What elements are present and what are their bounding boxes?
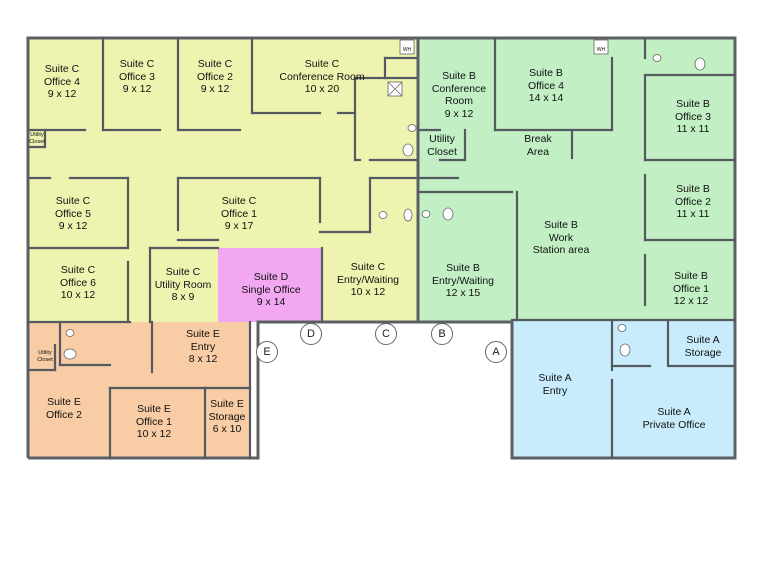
- c-sink2-icon: [378, 211, 388, 219]
- e-toilet-icon: [63, 348, 77, 360]
- c-water-heater-icon: [399, 39, 415, 55]
- entrance-e-marker: E: [256, 341, 278, 363]
- c-toilet2-icon: [403, 208, 413, 222]
- a-sink-icon: [617, 324, 627, 332]
- suite-c-walls: [26, 36, 420, 324]
- b-toilet-icon: [442, 207, 454, 221]
- b-sink2-icon: [652, 54, 662, 62]
- b-water-heater-icon: [593, 39, 609, 55]
- b-toilet2-icon: [694, 57, 706, 71]
- suite-b-walls: [416, 36, 737, 322]
- entrance-d-marker: D: [300, 323, 322, 345]
- e-sink-icon: [65, 329, 75, 337]
- suite-e-walls: [26, 320, 252, 460]
- fixtures: [63, 39, 706, 360]
- entrance-c-marker: C: [375, 323, 397, 345]
- entrance-b-marker: B: [431, 323, 453, 345]
- suite-b-zone: [418, 38, 735, 322]
- c-toilet-icon: [402, 143, 414, 157]
- suite-a-walls: [510, 318, 737, 460]
- a-toilet-icon: [619, 343, 631, 357]
- b-water-heater-label: WH: [596, 47, 606, 53]
- outer-wall: [26, 36, 737, 460]
- c-sink-icon: [407, 124, 417, 132]
- suite-d-zone: [218, 248, 322, 322]
- entrance-a-marker: A: [485, 341, 507, 363]
- suite-c-zone: [28, 38, 418, 322]
- b-sink-icon: [421, 210, 431, 218]
- suite-a-zone: [512, 320, 735, 458]
- c-water-heater-label: WH: [402, 47, 412, 53]
- suite-e-zone: [28, 322, 250, 458]
